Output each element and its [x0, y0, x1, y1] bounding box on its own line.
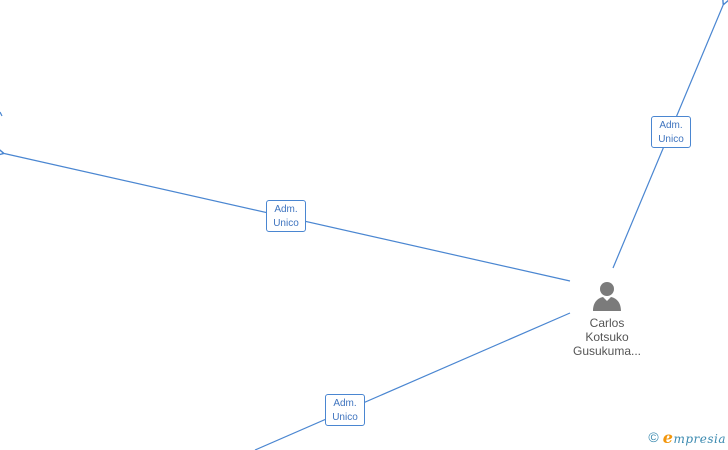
edge-label-line2: Unico	[658, 134, 684, 145]
edge-label-line1: Adm.	[659, 120, 683, 131]
person-node[interactable]: Carlos Kotsuko Gusukuma...	[562, 280, 652, 358]
edge-label-line1: Adm.	[333, 398, 357, 409]
edge-line-bottom-left	[254, 312, 571, 450]
edge-label-bottom-left[interactable]: Adm. Unico	[325, 394, 365, 426]
edge-label-line1: Adm.	[274, 204, 298, 215]
person-name: Carlos Kotsuko Gusukuma...	[562, 316, 652, 358]
edge-label-line2: Unico	[332, 412, 358, 423]
person-icon	[593, 282, 621, 311]
edge-label-top-right[interactable]: Adm. Unico	[651, 116, 691, 148]
brand-watermark: © empresia	[648, 428, 726, 447]
brand-rest: mpresia	[673, 431, 726, 446]
person-name-line1: Carlos	[589, 316, 625, 330]
person-name-line2: Kotsuko	[585, 330, 629, 344]
edge-label-line2: Unico	[273, 218, 299, 229]
person-name-line3: Gusukuma...	[572, 344, 642, 358]
edge-label-left[interactable]: Adm. Unico	[266, 200, 306, 232]
brand-logo: empresia	[663, 428, 726, 447]
copyright-icon: ©	[648, 429, 659, 445]
edge-stub-left	[0, 111, 3, 117]
brand-initial: e	[662, 427, 674, 447]
